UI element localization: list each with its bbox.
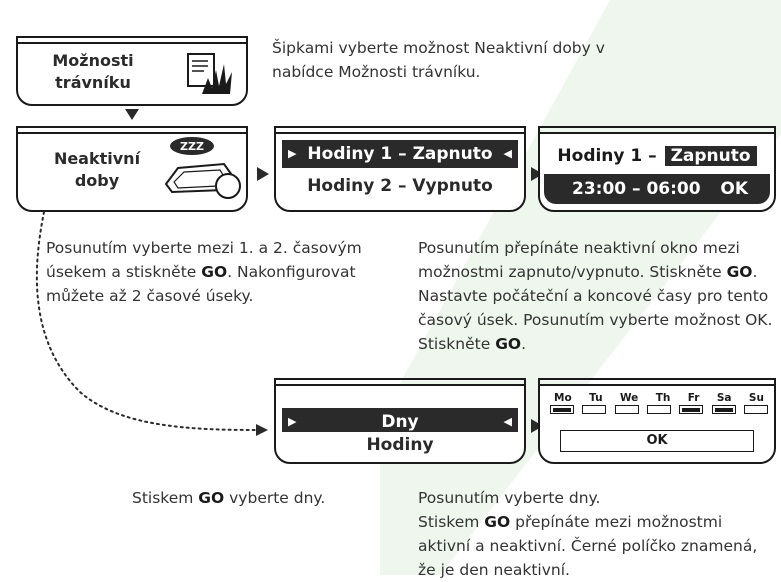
days-grid: Mo Tu We Th Fr Sa Su bbox=[550, 392, 768, 414]
right-arrow-icon bbox=[257, 167, 269, 181]
day-label-fr: Fr bbox=[687, 392, 700, 404]
day-label-su: Su bbox=[748, 392, 764, 404]
day-label-we: We bbox=[619, 392, 639, 404]
day-box-fr[interactable] bbox=[679, 405, 704, 414]
day-label-th: Th bbox=[655, 392, 671, 404]
day-box-th[interactable] bbox=[646, 405, 671, 414]
day-box-tu[interactable] bbox=[582, 405, 607, 414]
hours-config-title: Hodiny 1 – Zapnuto bbox=[540, 144, 774, 168]
days-ok-button[interactable]: OK bbox=[560, 430, 754, 452]
sleeping-mower-icon: ZZZ bbox=[164, 137, 241, 199]
down-arrow-icon bbox=[125, 109, 139, 120]
select-days-description: Stiskem GO vyberte dny. bbox=[132, 489, 326, 507]
right-arrow-icon bbox=[531, 419, 543, 433]
hours2-row[interactable]: Hodiny 2 – Vypnuto bbox=[282, 172, 518, 200]
toggle-days-description: Posunutím vyberte dny. Stiskem GO přepín… bbox=[418, 489, 758, 579]
select-slot-description: Posunutím vyberte mezi 1. a 2. časovým ú… bbox=[46, 239, 362, 305]
day-label-mo: Mo bbox=[554, 392, 572, 404]
hours-row[interactable]: Hodiny bbox=[282, 432, 518, 458]
hours-select-screen: ▶Hodiny 1 – Zapnuto◀ Hodiny 2 – Vypnuto bbox=[274, 126, 526, 212]
inactive-times-label: Neaktivní doby bbox=[53, 149, 141, 190]
day-label-tu: Tu bbox=[589, 392, 603, 404]
right-arrow-icon bbox=[531, 167, 543, 181]
day-box-su[interactable] bbox=[743, 405, 768, 414]
zapnuto-value[interactable]: Zapnuto bbox=[664, 146, 757, 166]
days-hours-screen: ▶Dny◀ Hodiny bbox=[274, 378, 526, 464]
time-range-bar: 23:00 – 06:00 OK bbox=[544, 174, 770, 204]
day-box-we[interactable] bbox=[614, 405, 639, 414]
lawn-options-label: Možnosti trávníku bbox=[52, 51, 134, 92]
day-box-sa[interactable] bbox=[711, 405, 736, 414]
hours1-row[interactable]: ▶Hodiny 1 – Zapnuto◀ bbox=[282, 140, 518, 168]
day-label-sa: Sa bbox=[716, 392, 732, 404]
inactive-times-screen: Neaktivní doby ZZZ bbox=[16, 126, 248, 212]
day-box-mo[interactable] bbox=[550, 405, 574, 414]
lawn-options-icon bbox=[187, 53, 232, 94]
days-grid-screen: Mo Tu We Th Fr Sa Su OK bbox=[538, 378, 776, 464]
time-range[interactable]: 23:00 – 06:00 bbox=[572, 179, 701, 199]
dotted-connector bbox=[35, 212, 268, 436]
lawn-options-screen: Možnosti trávníku bbox=[16, 36, 248, 106]
configure-slot-description: Posunutím přepínáte neaktivní okno mezi … bbox=[418, 239, 773, 353]
ok-button[interactable]: OK bbox=[720, 179, 748, 199]
hours-config-screen: Hodiny 1 – Zapnuto 23:00 – 06:00 OK bbox=[538, 126, 776, 212]
top-instruction: Šipkami vyberte možnost Neaktivní doby v… bbox=[272, 39, 605, 81]
days-row[interactable]: ▶Dny◀ bbox=[282, 408, 518, 436]
zzz-text: ZZZ bbox=[180, 140, 204, 153]
